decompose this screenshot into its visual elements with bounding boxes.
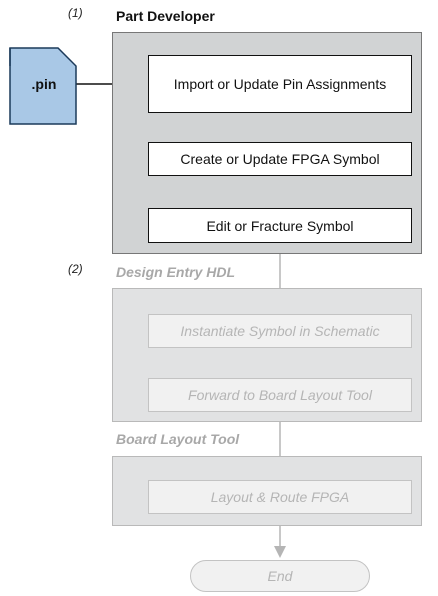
instantiate-symbol-box: Instantiate Symbol in Schematic [148, 314, 412, 348]
board-layout-tool-title: Board Layout Tool [116, 431, 240, 447]
step-1-number: (1) [68, 6, 83, 20]
design-entry-hdl-title: Design Entry HDL [116, 264, 236, 280]
import-pin-assignments-box: Import or Update Pin Assignments [148, 55, 412, 113]
create-fpga-symbol-box: Create or Update FPGA Symbol [148, 142, 412, 176]
edit-fracture-symbol-box: Edit or Fracture Symbol [148, 208, 412, 243]
pin-file-label: .pin [31, 76, 57, 92]
end-terminator: End [190, 560, 370, 592]
part-developer-title: Part Developer [116, 8, 215, 24]
arrowhead-end [274, 546, 286, 558]
forward-to-board-layout-box: Forward to Board Layout Tool [148, 378, 412, 412]
step-2-number: (2) [68, 262, 83, 276]
layout-route-fpga-box: Layout & Route FPGA [148, 480, 412, 514]
